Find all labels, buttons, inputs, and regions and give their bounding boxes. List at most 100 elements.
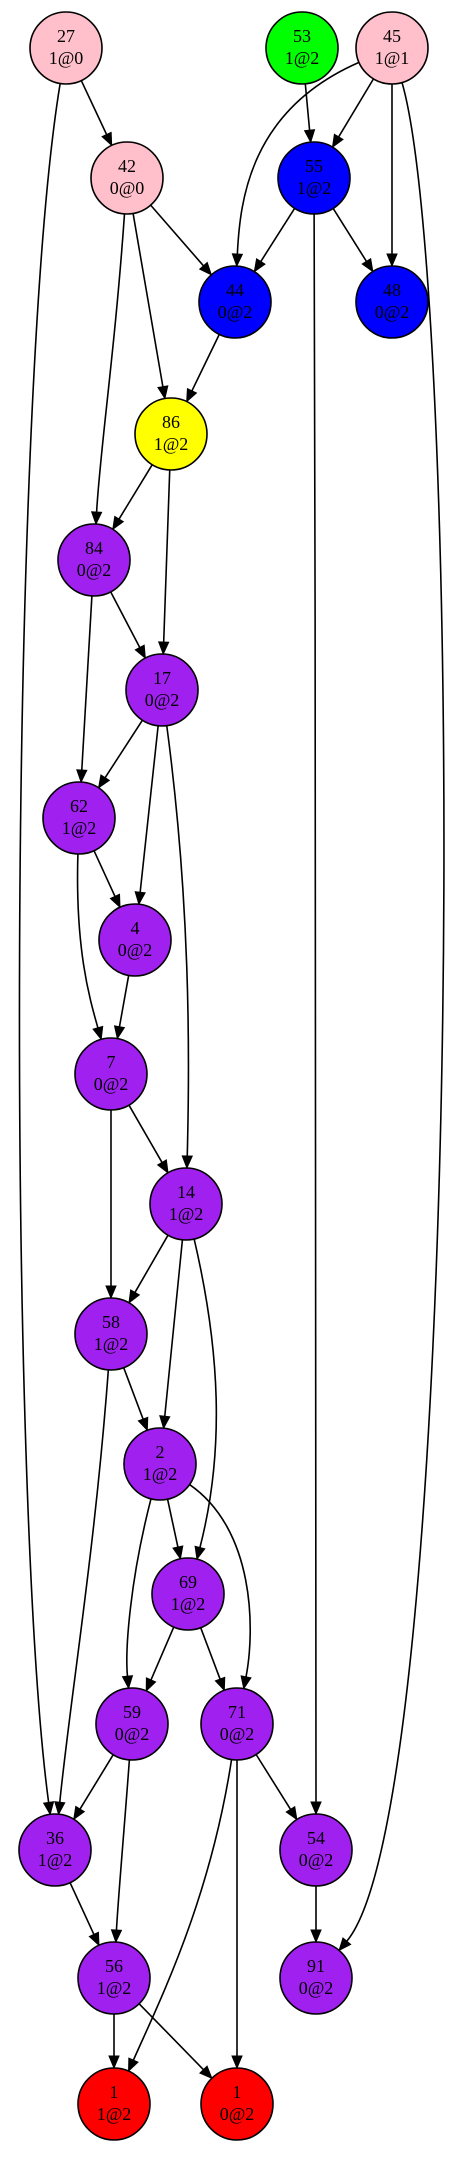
- edge-69-to-59: [145, 1626, 175, 1693]
- edge-58-to-2: [122, 1367, 149, 1432]
- node-id-label: 84: [85, 538, 103, 558]
- edge-line: [104, 719, 144, 779]
- arrowhead-icon: [253, 258, 266, 273]
- node-sub-label: 0@2: [220, 2104, 255, 2124]
- node-sub-label: 1@2: [97, 2104, 132, 2124]
- node-circle: [279, 1813, 353, 1887]
- edge-4-to-7: [113, 975, 130, 1040]
- node-id-label: 42: [118, 156, 136, 176]
- edge-45-to-55: [331, 78, 375, 149]
- edge-line: [139, 725, 159, 893]
- node-2-1at2: 21@2: [123, 1427, 197, 1501]
- node-circle: [77, 1941, 151, 2015]
- arrowhead-icon: [338, 1937, 352, 1952]
- arrowhead-icon: [112, 515, 125, 531]
- edge-line: [69, 1882, 95, 1935]
- node-circle: [149, 1167, 223, 1241]
- node-circle: [77, 2067, 151, 2141]
- arrowhead-icon: [310, 1801, 322, 1816]
- edge-line: [332, 208, 368, 262]
- node-sub-label: 0@2: [145, 690, 180, 710]
- edge-line: [199, 1627, 221, 1680]
- node-14-1at2: 141@2: [149, 1167, 223, 1241]
- node-48-0at2: 480@2: [355, 265, 429, 339]
- edge-71-to-1a: [128, 1759, 233, 2073]
- node-sub-label: 1@0: [49, 48, 84, 68]
- edge-line: [346, 82, 445, 1942]
- nodes-layer: 271@0531@2451@1420@0551@2440@2480@2861@2…: [18, 11, 429, 2141]
- node-circle: [355, 265, 429, 339]
- arrowhead-icon: [134, 891, 146, 906]
- node-4-0at2: 40@2: [98, 903, 172, 977]
- edge-line: [162, 469, 171, 643]
- node-id-label: 55: [305, 156, 323, 176]
- node-58-1at2: 581@2: [74, 1297, 148, 1371]
- arrowhead-icon: [199, 2065, 213, 2080]
- node-69-1at2: 691@2: [151, 1557, 225, 1631]
- edge-line: [163, 1239, 184, 1417]
- node-59-0at2: 590@2: [95, 1687, 169, 1761]
- node-id-label: 53: [293, 26, 311, 46]
- node-55-1at2: 551@2: [277, 141, 351, 215]
- edge-line: [18, 83, 61, 1803]
- arrowhead-icon: [134, 644, 146, 660]
- arrowhead-icon: [105, 1285, 117, 1300]
- node-id-label: 44: [226, 280, 244, 300]
- node-id-label: 86: [162, 412, 180, 432]
- node-sub-label: 0@2: [94, 1074, 129, 1094]
- node-id-label: 71: [228, 1702, 246, 1722]
- edge-27-to-36: [18, 83, 61, 1816]
- edge-line: [150, 1626, 175, 1681]
- edge-line: [138, 2003, 205, 2071]
- arrowhead-icon: [172, 1545, 184, 1561]
- edge-17-to-4: [134, 725, 159, 906]
- edge-59-to-56: [110, 1759, 131, 1944]
- node-id-label: 45: [383, 26, 401, 46]
- edge-59-to-36: [73, 1754, 114, 1821]
- edge-58-to-36: [54, 1369, 110, 1816]
- edge-line: [109, 591, 141, 648]
- edge-55-to-48: [332, 208, 374, 273]
- arrowhead-icon: [110, 1929, 123, 1944]
- node-sub-label: 0@2: [77, 560, 112, 580]
- node-sub-label: 0@2: [375, 302, 410, 322]
- edge-86-to-17: [157, 469, 171, 656]
- node-circle: [95, 1687, 169, 1761]
- edge-62-to-7: [76, 853, 104, 1041]
- node-54-0at2: 540@2: [279, 1813, 353, 1887]
- node-circle: [151, 1557, 225, 1631]
- edge-line: [132, 213, 164, 387]
- arrowhead-icon: [285, 1805, 298, 1821]
- node-sub-label: 0@0: [110, 178, 145, 198]
- arrowhead-icon: [101, 131, 113, 147]
- edge-7-to-58: [105, 1110, 117, 1300]
- edge-2-to-69: [166, 1499, 184, 1561]
- edge-line: [338, 78, 375, 138]
- node-7-0at2: 70@2: [74, 1037, 148, 1111]
- node-id-label: 91: [307, 1956, 325, 1976]
- edge-7-to-14: [128, 1104, 169, 1174]
- edge-line: [132, 1759, 233, 2061]
- node-42-0at0: 420@0: [90, 141, 164, 215]
- edge-71-to-54: [255, 1754, 298, 1821]
- arrowhead-icon: [386, 253, 398, 268]
- edge-17-to-14: [165, 725, 194, 1170]
- node-circle: [29, 11, 103, 85]
- edge-2-to-71: [189, 1483, 252, 1690]
- edge-line: [165, 725, 190, 1157]
- edge-line: [313, 213, 317, 1803]
- node-circle: [57, 523, 131, 597]
- edge-line: [93, 850, 116, 897]
- edges-layer: [18, 61, 445, 2080]
- arrowhead-icon: [113, 1025, 126, 1040]
- edge-42-to-84: [90, 213, 126, 526]
- edge-44-to-86: [186, 334, 221, 403]
- node-id-label: 59: [123, 1702, 141, 1722]
- node-sub-label: 1@2: [285, 48, 320, 68]
- edge-line: [255, 1754, 292, 1810]
- edge-84-to-17: [109, 591, 146, 660]
- arrowhead-icon: [310, 1929, 322, 1944]
- node-sub-label: 1@2: [143, 1464, 178, 1484]
- node-id-label: 2: [156, 1442, 165, 1462]
